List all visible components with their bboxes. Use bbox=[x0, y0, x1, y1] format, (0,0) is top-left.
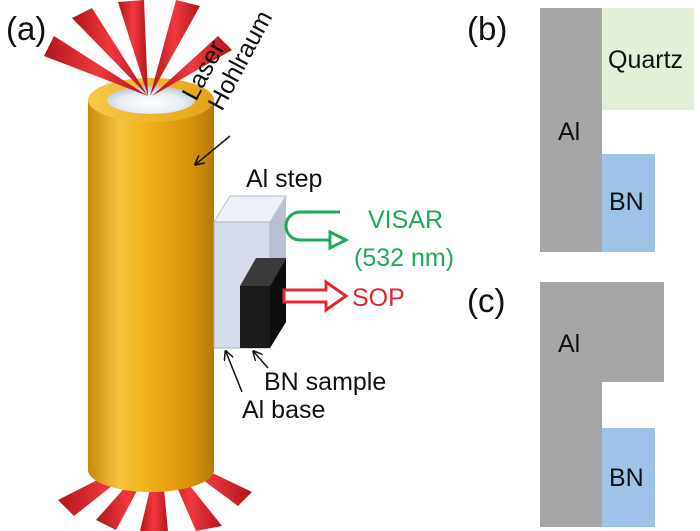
al-base-label: Al base bbox=[242, 396, 325, 424]
panel-b-quartz-layer bbox=[602, 8, 694, 110]
laser-cone-top-4 bbox=[150, 0, 200, 96]
panel-b: (b) Al Quartz BN bbox=[467, 8, 694, 252]
bn-sample-front bbox=[240, 286, 270, 348]
panel-b-quartz-label: Quartz bbox=[608, 46, 683, 74]
panel-b-bn-layer bbox=[602, 154, 655, 252]
panel-c-al-layer bbox=[540, 282, 664, 527]
panel-c-al-label: Al bbox=[558, 330, 580, 358]
bn-sample-arrow bbox=[254, 352, 269, 369]
visar-wavelength-label: (532 nm) bbox=[354, 244, 454, 272]
panel-b-bn-label: BN bbox=[609, 188, 644, 216]
laser-cone-top-1 bbox=[44, 36, 148, 96]
laser-cone-top-2 bbox=[72, 8, 148, 96]
target-package bbox=[213, 195, 287, 349]
sop-label: SOP bbox=[352, 284, 405, 312]
al-base-arrow bbox=[226, 352, 243, 393]
hohlraum-arrow bbox=[196, 135, 231, 164]
panel-c: (c) Al BN bbox=[467, 282, 664, 527]
panel-c-bn-label: BN bbox=[609, 464, 644, 492]
panel-c-label: (c) bbox=[467, 282, 505, 319]
visar-arrow bbox=[284, 210, 350, 251]
cylinder-hole bbox=[107, 86, 195, 114]
panel-a: (a) bbox=[6, 0, 454, 531]
bn-sample-top bbox=[240, 258, 286, 286]
laser-cone-top-5 bbox=[152, 36, 232, 96]
hohlraum-cylinder bbox=[88, 78, 214, 492]
panel-a-label: (a) bbox=[6, 10, 46, 47]
panel-b-al-layer bbox=[540, 8, 602, 252]
panel-b-label: (b) bbox=[467, 10, 507, 47]
laser-cone-top-3 bbox=[118, 0, 148, 96]
bn-sample-label: BN sample bbox=[264, 368, 386, 396]
bn-sample-right bbox=[270, 258, 286, 348]
panel-b-al-label: Al bbox=[558, 118, 580, 146]
cylinder-body bbox=[88, 100, 214, 492]
sop-arrow bbox=[282, 279, 349, 313]
al-step-label: Al step bbox=[246, 165, 322, 193]
top-laser-beams bbox=[44, 0, 232, 96]
panel-c-bn-layer bbox=[602, 428, 655, 527]
visar-label: VISAR bbox=[368, 206, 443, 234]
